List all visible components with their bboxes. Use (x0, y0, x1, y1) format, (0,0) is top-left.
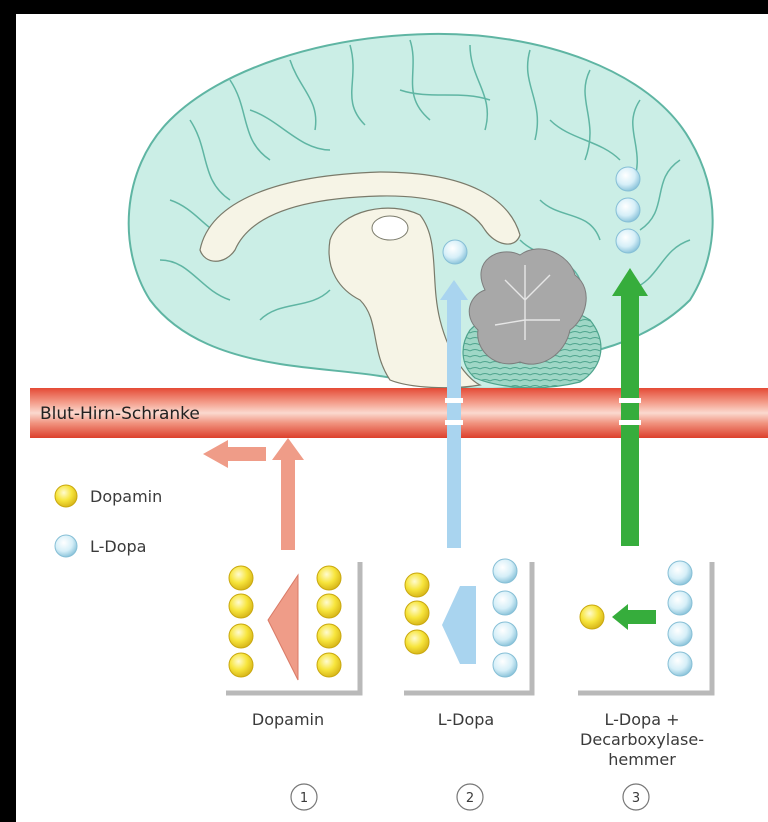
ldopa-molecule (668, 561, 692, 585)
dopamin-molecule (229, 624, 253, 648)
panel-2-dopamin (405, 573, 429, 654)
ldopa-molecule (493, 653, 517, 677)
dopamin-molecule (580, 605, 604, 629)
dopamin-molecule (317, 594, 341, 618)
panel-2-barrier-gap (445, 398, 463, 403)
dopamin-molecule (317, 566, 341, 590)
panel-3-label-line-1: L-Dopa + (605, 710, 680, 729)
dopamin-molecule (405, 630, 429, 654)
ldopa-molecule (443, 240, 467, 264)
thalamus (372, 216, 408, 240)
ldopa-molecule (668, 652, 692, 676)
legend-ldopa-swatch (55, 535, 77, 557)
blood-brain-barrier: Blut-Hirn-Schranke (30, 388, 768, 438)
ldopa-molecule (493, 591, 517, 615)
panel-3-ldopa-brain (616, 167, 640, 253)
ldopa-molecule (668, 591, 692, 615)
dopamin-molecule (229, 566, 253, 590)
dopamin-molecule (405, 573, 429, 597)
panel-3-label-line-3: hemmer (608, 750, 676, 769)
panel-1-label: Dopamin (252, 710, 324, 729)
dopamin-molecule (229, 653, 253, 677)
ldopa-molecule (616, 198, 640, 222)
barrier-label: Blut-Hirn-Schranke (40, 404, 200, 424)
ldopa-molecule (493, 622, 517, 646)
panel-2-label: L-Dopa (438, 710, 494, 729)
panel-3-barrier-gap (619, 420, 641, 425)
legend-ldopa-label: L-Dopa (90, 537, 146, 556)
panel-2-barrier-gap (445, 420, 463, 425)
ldopa-molecule (668, 622, 692, 646)
panel-3-barrier-gap (619, 398, 641, 403)
ldopa-molecule (616, 229, 640, 253)
panel-3-label-line-2: Decarboxylase- (580, 730, 704, 749)
panel-2-number: 2 (466, 791, 474, 806)
legend-dopamin-label: Dopamin (90, 487, 162, 506)
panel-3-number: 3 (632, 791, 640, 806)
ldopa-molecule (493, 559, 517, 583)
dopamin-molecule (317, 624, 341, 648)
dopamin-molecule (317, 653, 341, 677)
ldopa-molecule (616, 167, 640, 191)
dopamin-molecule (229, 594, 253, 618)
panel-1-number: 1 (300, 791, 308, 806)
legend-dopamin-swatch (55, 485, 77, 507)
dopamin-molecule (405, 601, 429, 625)
